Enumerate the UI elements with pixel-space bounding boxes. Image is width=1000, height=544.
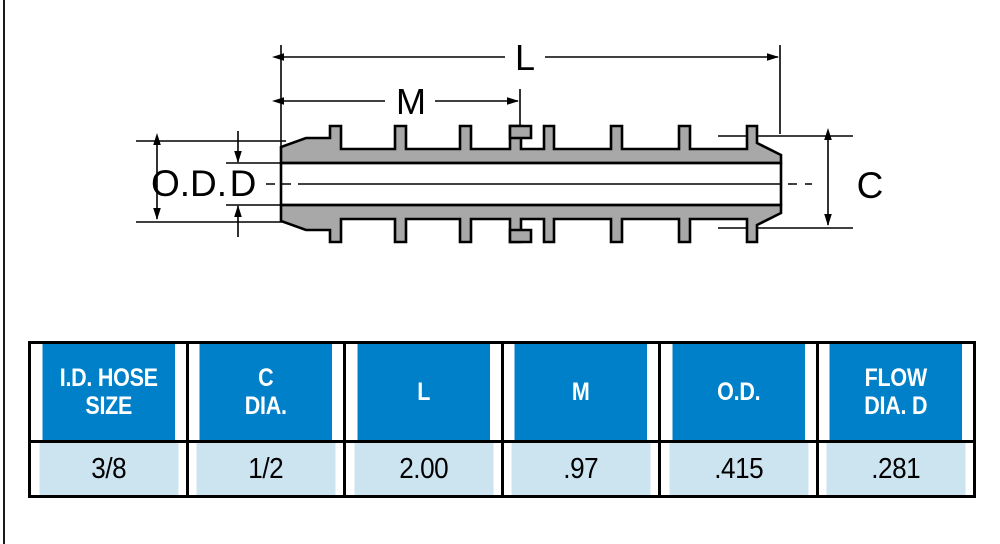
center-nub-lower xyxy=(508,228,533,244)
header-line-1: I.D. HOSE xyxy=(59,364,158,392)
header-line-1: M xyxy=(571,378,590,406)
cell-c-dia: 1/2 xyxy=(193,440,338,498)
cell-m: .97 xyxy=(508,440,653,498)
dimension-label-M: M xyxy=(396,81,426,122)
fitting-drawing-svg: L M O.D. D C xyxy=(136,37,884,244)
cell-l: 2.00 xyxy=(351,440,496,498)
spec-table-wrapper: I.D. HOSE SIZE C DIA. L M O.D. FLOW xyxy=(28,341,976,498)
column-header-id-hose-size: I.D. HOSE SIZE xyxy=(39,341,178,443)
column-header-l: L xyxy=(354,341,493,443)
header-line-1: L xyxy=(416,378,430,406)
dimension-specification-table: I.D. HOSE SIZE C DIA. L M O.D. FLOW xyxy=(28,341,976,498)
column-header-m: M xyxy=(511,341,650,443)
dimension-label-L: L xyxy=(515,37,535,78)
dimension-label-C: C xyxy=(857,165,884,206)
fitting-drawing: L M O.D. D C xyxy=(136,37,884,244)
barb-wall-upper xyxy=(279,124,783,165)
table-row: 3/8 1/2 2.00 .97 .415 .281 xyxy=(30,440,975,498)
cell-flow-dia-d: .281 xyxy=(823,440,968,498)
column-header-c-dia: C DIA. xyxy=(196,341,335,443)
header-line-1: C xyxy=(258,364,274,392)
header-line-1: FLOW xyxy=(864,364,928,392)
cell-od: .415 xyxy=(666,440,811,498)
center-nub-upper xyxy=(508,124,533,140)
column-header-flow-dia-d: FLOW DIA. D xyxy=(826,341,965,443)
table-header-row: I.D. HOSE SIZE C DIA. L M O.D. FLOW xyxy=(30,341,975,443)
extension-lines xyxy=(136,45,853,229)
cell-id-hose-size: 3/8 xyxy=(36,440,181,498)
page-edge-rule xyxy=(3,0,5,544)
header-line-2: DIA. xyxy=(244,392,287,420)
barb-wall-lower xyxy=(279,203,783,244)
dimension-label-D: D xyxy=(230,163,257,204)
dimension-label-OD: O.D. xyxy=(151,163,227,204)
header-line-2: DIA. D xyxy=(864,392,928,420)
header-line-2: SIZE xyxy=(84,392,132,420)
header-line-1: O.D. xyxy=(716,378,760,406)
column-header-od: O.D. xyxy=(669,341,808,443)
